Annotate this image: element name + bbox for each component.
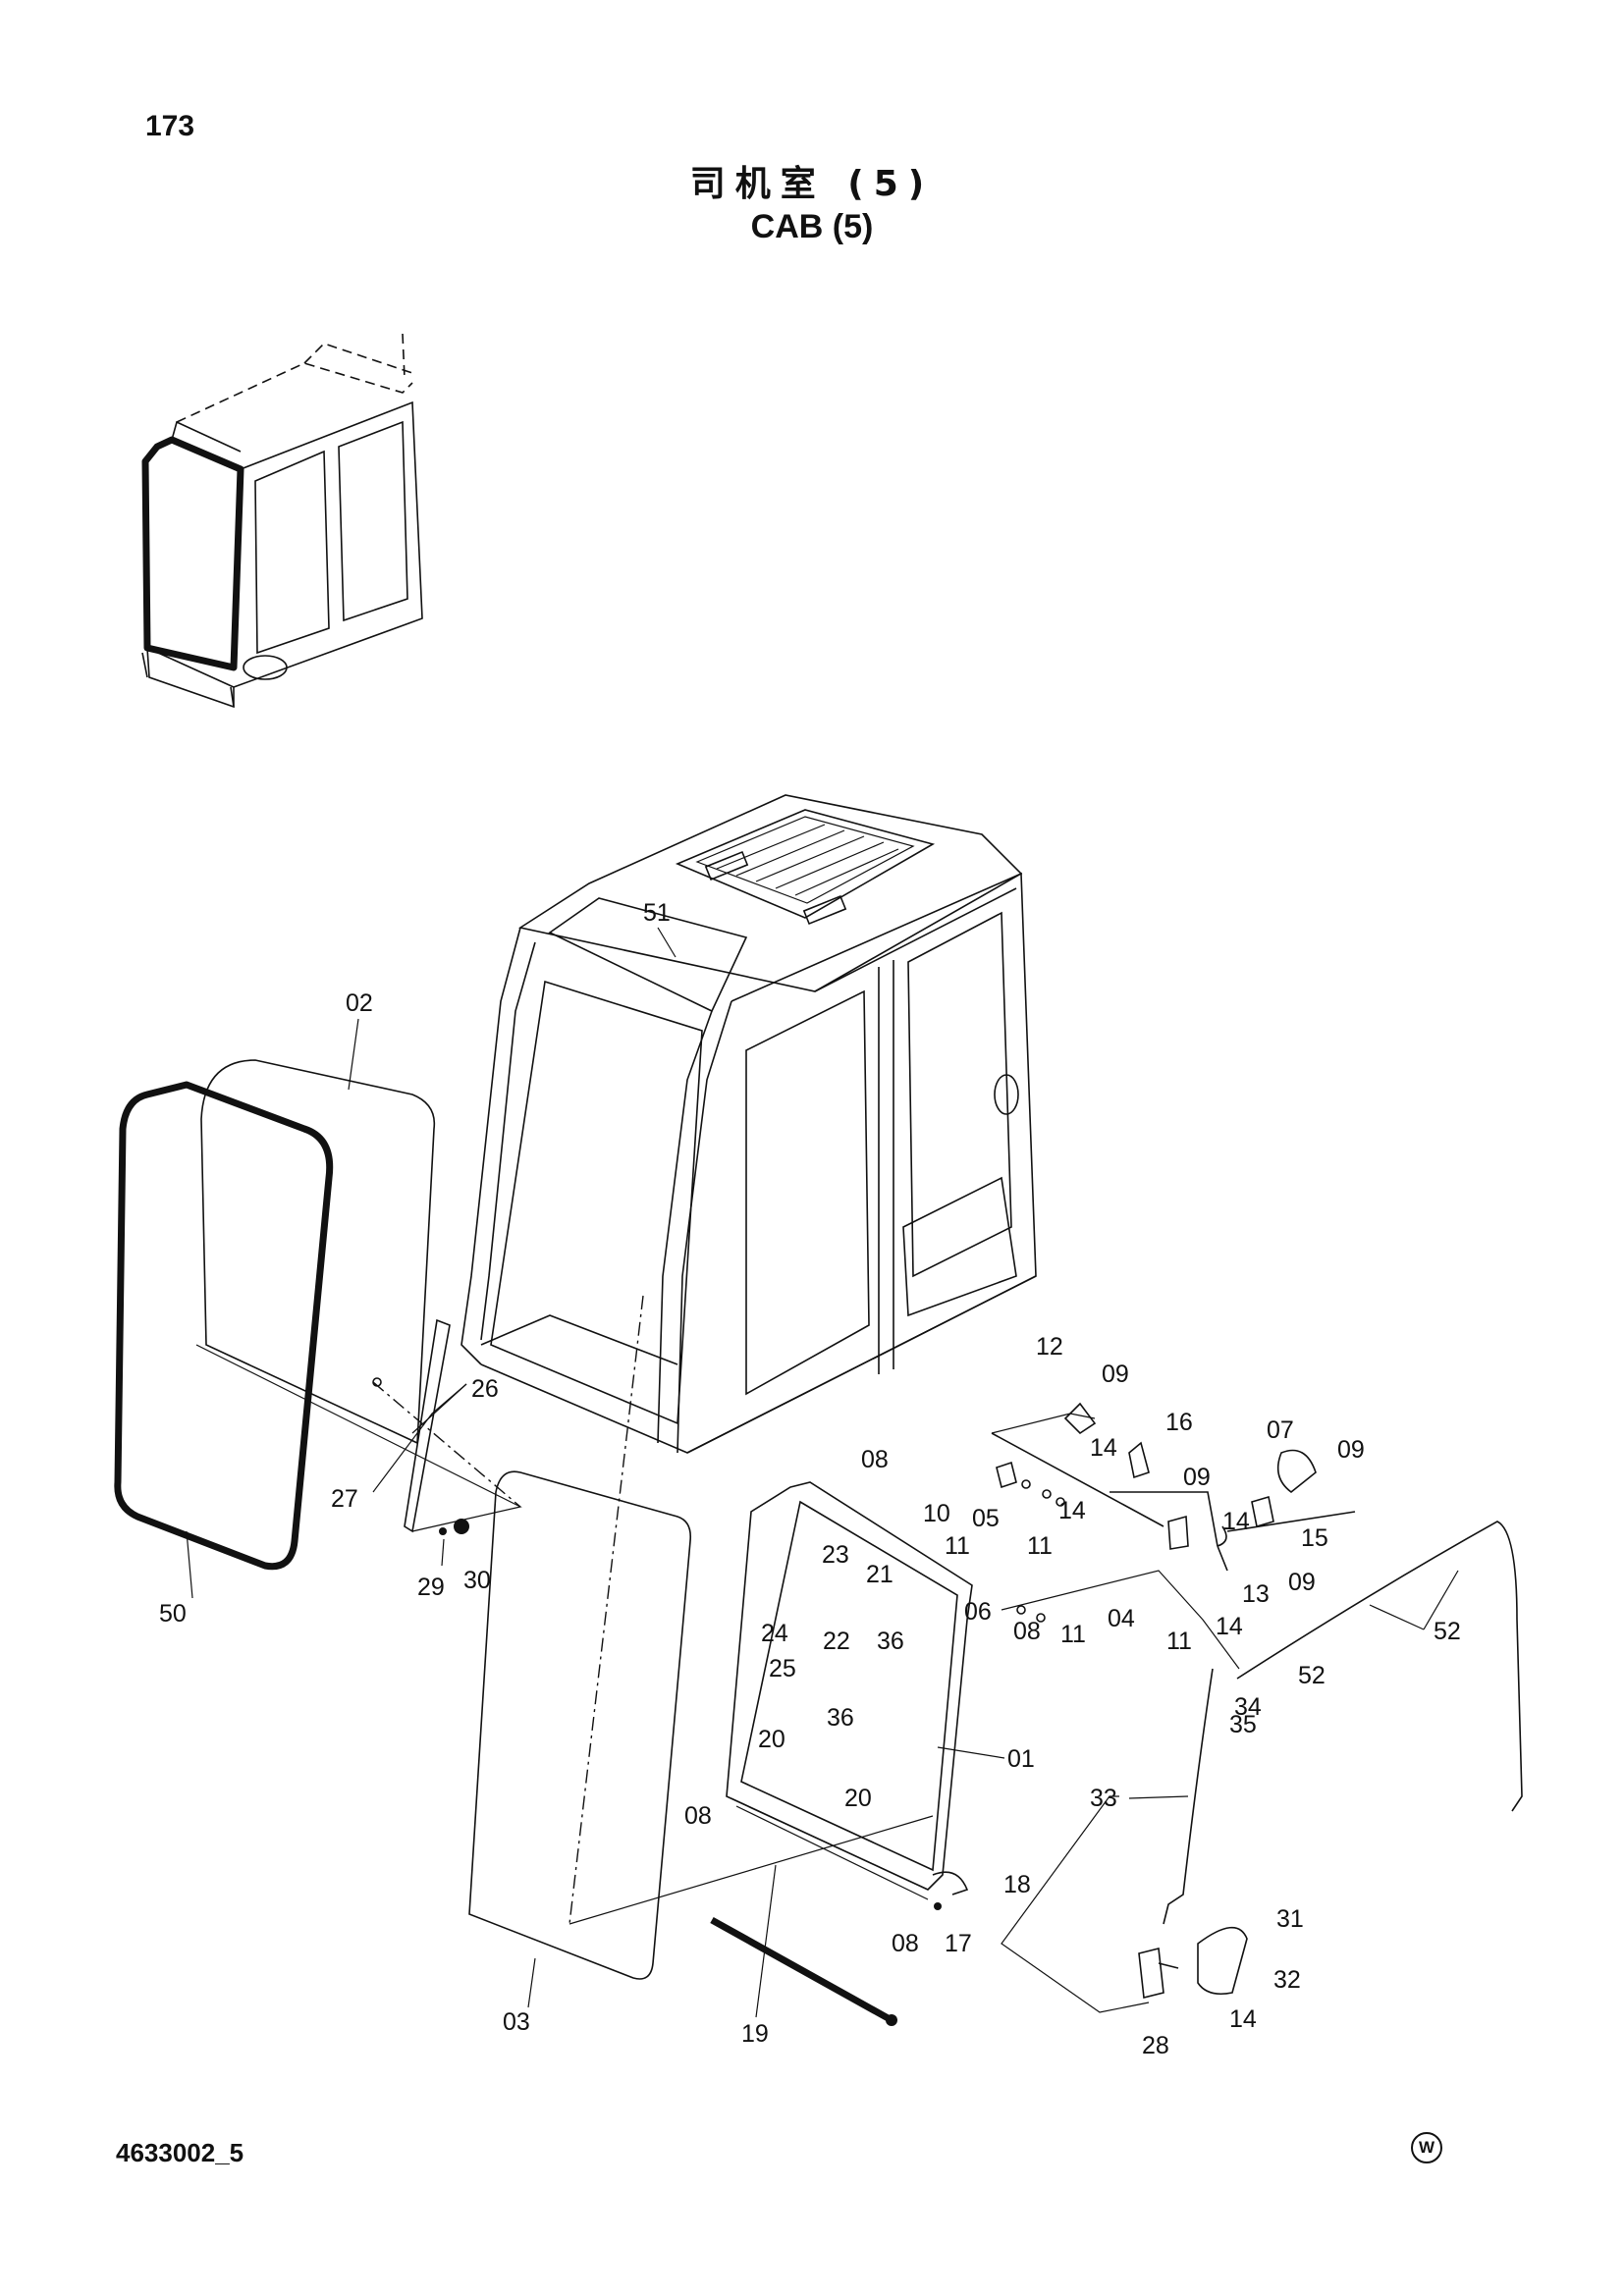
callout-05: 05 — [972, 1505, 1000, 1532]
drawing-code: 4633002_5 — [116, 2138, 244, 2167]
callout-labels: 01 02 03 04 05 06 07 08 08 08 08 09 09 0… — [159, 899, 1461, 2059]
callout-14a: 14 — [1090, 1434, 1117, 1462]
overview-cab-thumbnail — [141, 333, 423, 709]
callout-20a: 20 — [758, 1726, 785, 1753]
callout-22: 22 — [823, 1628, 850, 1655]
page-number: 173 — [145, 110, 195, 142]
callout-20b: 20 — [844, 1785, 872, 1812]
callout-50: 50 — [159, 1600, 187, 1628]
callout-18: 18 — [1003, 1871, 1031, 1898]
callout-14e: 14 — [1229, 2005, 1257, 2033]
callout-08c: 08 — [684, 1802, 712, 1830]
callout-04: 04 — [1108, 1605, 1135, 1632]
door-hardware — [932, 1402, 1523, 2013]
callout-36a: 36 — [877, 1628, 904, 1655]
callout-52a: 52 — [1434, 1618, 1461, 1645]
callout-08d: 08 — [892, 1930, 919, 1957]
callout-17: 17 — [945, 1930, 972, 1957]
callout-14c: 14 — [1222, 1508, 1250, 1535]
callout-09c: 09 — [1337, 1436, 1365, 1464]
callout-23: 23 — [822, 1541, 849, 1569]
callout-36b: 36 — [827, 1704, 854, 1732]
callout-32: 32 — [1273, 1966, 1301, 1994]
callout-30: 30 — [463, 1567, 491, 1594]
callout-03: 03 — [503, 2008, 530, 2036]
callout-08b: 08 — [1013, 1618, 1041, 1645]
callout-14b: 14 — [1058, 1497, 1086, 1524]
callout-10: 10 — [923, 1500, 950, 1527]
callout-15: 15 — [1301, 1524, 1328, 1552]
callout-09d: 09 — [1288, 1569, 1316, 1596]
callout-12: 12 — [1036, 1333, 1063, 1361]
callout-11d: 11 — [1166, 1628, 1192, 1655]
callout-02: 02 — [346, 989, 373, 1017]
callout-14d: 14 — [1216, 1613, 1243, 1640]
callout-28: 28 — [1142, 2032, 1169, 2059]
callout-52b: 52 — [1298, 1662, 1326, 1689]
callout-24: 24 — [761, 1620, 788, 1647]
callout-51: 51 — [643, 899, 671, 927]
watermark-w-symbol: W — [1411, 2132, 1442, 2163]
callout-08a: 08 — [861, 1446, 889, 1473]
callout-11c: 11 — [1060, 1621, 1086, 1648]
callout-27: 27 — [331, 1485, 358, 1513]
callout-31: 31 — [1276, 1905, 1304, 1933]
title-chinese: 司机室 (5) — [689, 164, 935, 204]
callout-07: 07 — [1267, 1416, 1294, 1444]
callout-11a: 11 — [945, 1532, 970, 1560]
callout-25: 25 — [769, 1655, 796, 1682]
callout-29: 29 — [417, 1574, 445, 1601]
callout-33: 33 — [1090, 1785, 1117, 1812]
callout-19: 19 — [741, 2020, 769, 2048]
callout-09b: 09 — [1183, 1464, 1211, 1491]
callout-34: 34 — [1234, 1693, 1262, 1721]
side-parts — [114, 1059, 934, 1980]
callout-26: 26 — [471, 1375, 499, 1403]
callout-21: 21 — [866, 1561, 893, 1588]
callout-06: 06 — [964, 1598, 992, 1626]
door-frame — [710, 1481, 973, 2026]
callout-35: 35 — [1229, 1711, 1257, 1738]
title-english: CAB (5) — [750, 208, 874, 245]
cab-frame — [460, 794, 1037, 1454]
callout-11b: 11 — [1027, 1532, 1053, 1560]
callout-leaders — [186, 927, 1459, 2018]
callout-01: 01 — [1007, 1745, 1035, 1773]
callout-09a: 09 — [1102, 1361, 1129, 1388]
callout-13: 13 — [1242, 1580, 1270, 1608]
callout-16: 16 — [1165, 1409, 1193, 1436]
